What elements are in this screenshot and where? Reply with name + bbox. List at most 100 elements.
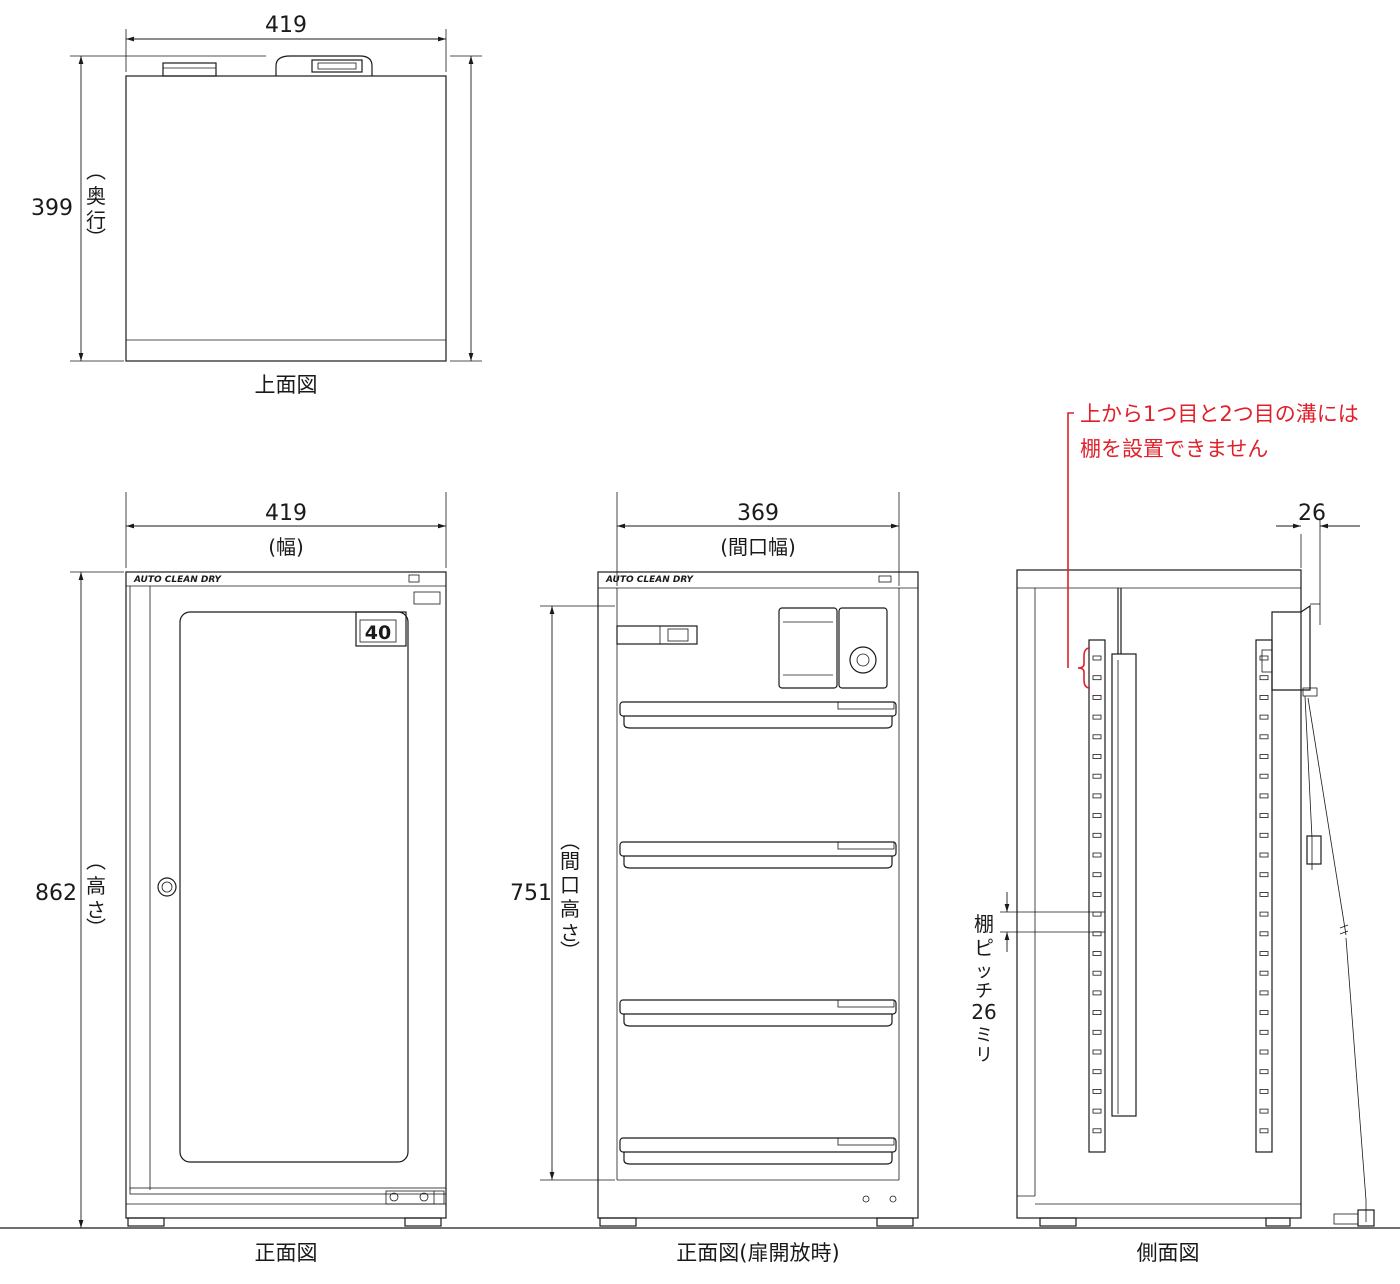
svg-text:棚: 棚 (974, 912, 994, 936)
svg-text:︶: ︶ (86, 226, 106, 250)
svg-text:ミ: ミ (975, 1025, 993, 1046)
rail-slot (1092, 734, 1102, 740)
rail-slot (1259, 931, 1269, 937)
rail-slot (1092, 1049, 1102, 1055)
side-rear-unit (1271, 604, 1311, 691)
open-brand-logo: AUTO CLEAN DRY (605, 575, 694, 585)
front-width-label: (幅) (268, 535, 304, 559)
rail-slot (1259, 773, 1269, 779)
front-view: 40 AUTO CLEAN DRY 419 (幅) 862 ︵ 高 さ ︶ 正面… (35, 492, 447, 1265)
rail-slot (1259, 1010, 1269, 1015)
rail-slot (1092, 951, 1102, 956)
note-brace (1077, 647, 1091, 689)
rail-slot (1259, 695, 1269, 700)
rail-slot (1092, 1010, 1102, 1015)
front-brand-logo: AUTO CLEAN DRY (133, 575, 222, 585)
open-shelf-1 (619, 701, 897, 729)
open-dehumidifier-unit (778, 607, 838, 689)
side-view-caption: 側面図 (1137, 1241, 1200, 1265)
front-height-label-2: さ (86, 898, 106, 922)
side-view: 26 棚 ピ ッ チ 26 ミ リ 上から1つ目と2つ目の溝には 棚を設置できま… (971, 402, 1375, 1265)
rail-slot (1092, 1069, 1102, 1075)
open-foot-right (876, 1217, 914, 1227)
side-protrusion-value: 26 (1298, 501, 1326, 526)
rail-slot (1092, 852, 1102, 858)
rail-slot (1259, 872, 1269, 878)
rail-slot (1092, 1128, 1102, 1134)
open-width-label: (間口幅) (720, 535, 796, 559)
svg-text:︵: ︵ (86, 849, 106, 873)
top-view-body (125, 75, 447, 362)
open-shelf-3 (619, 999, 897, 1027)
rail-slot (1259, 793, 1269, 799)
rail-slot (1259, 1029, 1269, 1035)
open-foot-left (599, 1217, 637, 1227)
rail-slot (1259, 990, 1269, 996)
rail-slot (1092, 754, 1102, 759)
svg-text:ピ: ピ (974, 936, 994, 960)
open-cabinet-body (597, 571, 919, 1219)
rail-slot (1092, 872, 1102, 878)
front-view-caption: 正面図 (255, 1241, 318, 1265)
open-height-label-1: 間 (560, 849, 580, 873)
open-height-label-2: 口 (560, 873, 580, 897)
rail-slot (1259, 675, 1269, 681)
side-cabinet-body (1016, 569, 1302, 1219)
top-view-caption: 上面図 (255, 373, 318, 397)
rail-slot (1259, 951, 1269, 956)
rail-slot (1092, 1029, 1102, 1035)
side-rear-panel (1111, 653, 1137, 1117)
open-view-caption: 正面図(扉開放時) (676, 1241, 839, 1265)
front-humidity-display (355, 611, 407, 647)
rail-slot (1259, 832, 1269, 838)
side-plug (1306, 835, 1322, 865)
front-width-value: 419 (265, 501, 307, 526)
svg-text:︵: ︵ (86, 159, 106, 183)
svg-text:リ: リ (975, 1045, 993, 1066)
rail-slot (1092, 813, 1102, 818)
top-width-value: 419 (265, 13, 307, 38)
front-cabinet-body (125, 571, 447, 1219)
rail-slot (1259, 734, 1269, 740)
rail-slot (1259, 1089, 1269, 1094)
rail-slot (1092, 892, 1102, 897)
rail-slot (1092, 911, 1102, 917)
front-height-value: 862 (35, 881, 77, 906)
open-shelf-2 (619, 841, 897, 869)
svg-text:︶: ︶ (86, 916, 106, 940)
front-height-label-1: 高 (86, 874, 106, 898)
side-rail-right (1255, 639, 1273, 1153)
svg-text:ッ: ッ (975, 961, 993, 982)
open-height-label-4: さ (560, 921, 580, 945)
rail-slot (1259, 1069, 1269, 1075)
front-glass-window (179, 611, 409, 1163)
top-depth-value: 399 (31, 196, 73, 221)
front-foot-right (404, 1217, 442, 1227)
top-view: 419 399 ︵ 奥 行 ︶ 上面図 (31, 13, 482, 397)
svg-text:チ: チ (975, 981, 993, 1002)
note-line-2: 棚を設置できません (1080, 437, 1268, 461)
front-display-value: 40 (365, 622, 391, 644)
svg-text:26: 26 (971, 1000, 996, 1024)
rail-slot (1092, 793, 1102, 799)
rail-slot (1092, 970, 1102, 976)
rail-slot (1092, 714, 1102, 720)
front-lock-icon (157, 877, 177, 897)
open-shelf-4 (619, 1137, 897, 1165)
top-handle-left (162, 62, 217, 77)
svg-text:︵: ︵ (560, 829, 580, 853)
rail-slot (1092, 695, 1102, 700)
note-leader-line (1067, 412, 1074, 668)
open-width-value: 369 (737, 501, 779, 526)
svg-text:︶: ︶ (560, 939, 580, 963)
rail-slot (1259, 1049, 1269, 1055)
rail-slot (1259, 970, 1269, 976)
rail-slot (1259, 852, 1269, 858)
note-line-1: 上から1つ目と2つ目の溝には (1080, 402, 1359, 426)
open-fan-icon (849, 646, 877, 674)
rail-slot (1092, 1089, 1102, 1094)
rail-slot (1259, 714, 1269, 720)
rail-slot (1259, 754, 1269, 759)
rail-slot (1259, 1108, 1269, 1114)
